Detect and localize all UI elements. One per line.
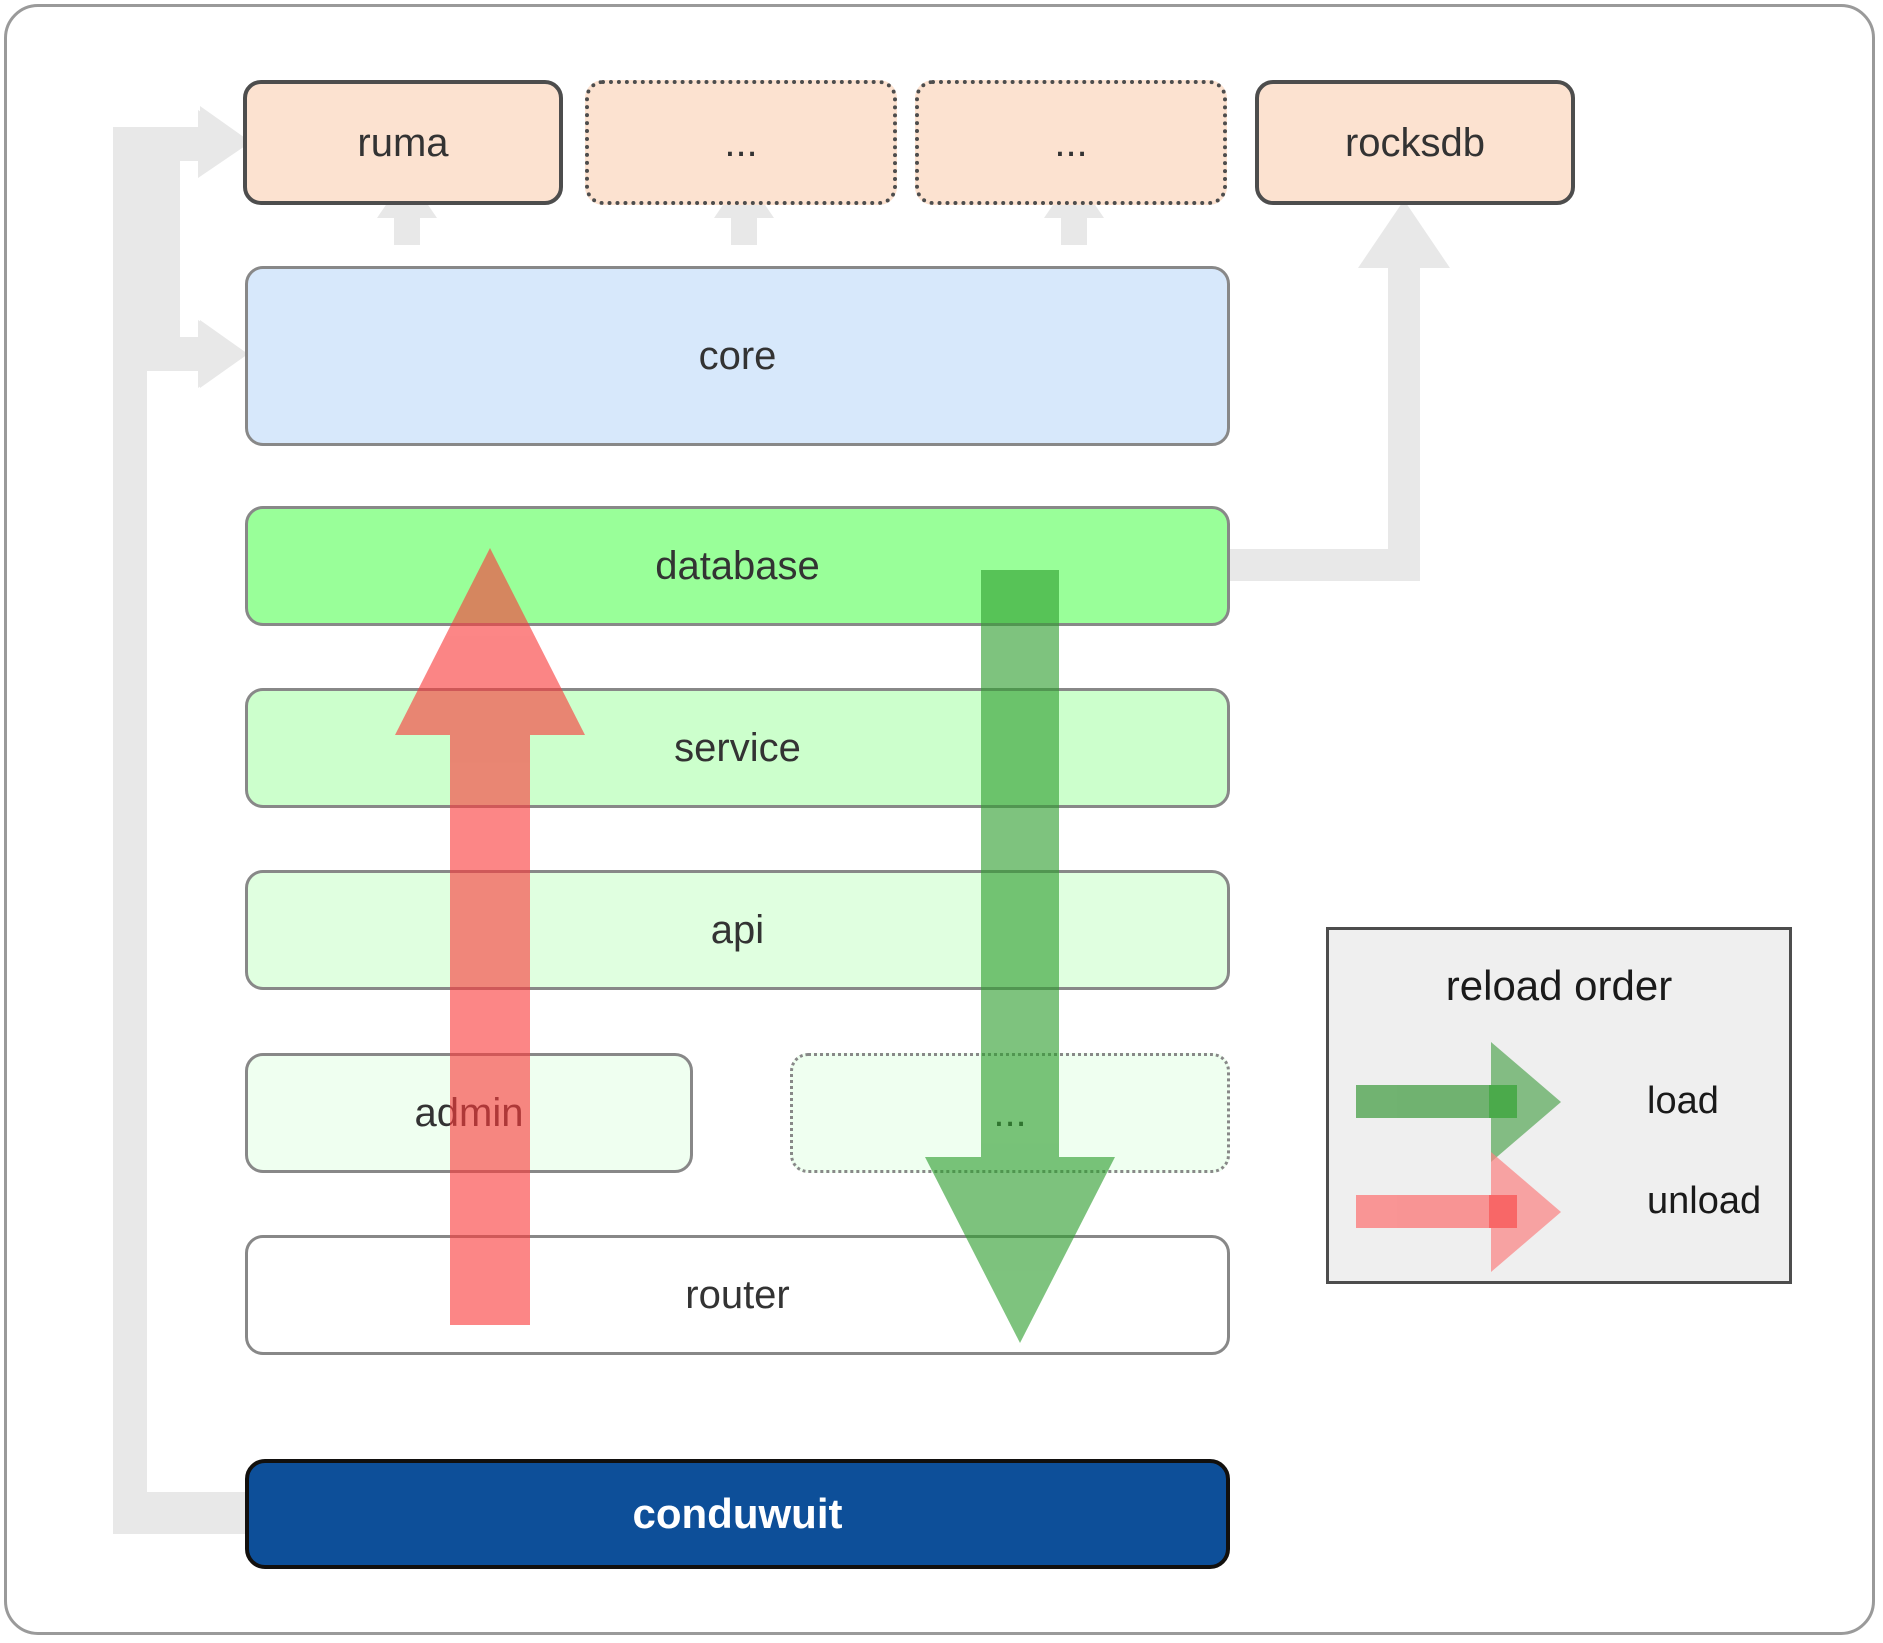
legend-title: reload order bbox=[1445, 962, 1673, 1009]
node-database[interactable]: database bbox=[245, 506, 1230, 626]
legend-load-overlap bbox=[1489, 1085, 1517, 1118]
legend-panel: reload order load unload bbox=[1326, 927, 1792, 1284]
connector-arrowhead-ruma bbox=[198, 110, 248, 178]
connector-db-rocksdb-head bbox=[1358, 200, 1450, 268]
connector-branch-ruma bbox=[113, 127, 205, 161]
legend-arrow-layer bbox=[1356, 1042, 1561, 1272]
load-arrow-shaft bbox=[981, 570, 1059, 1250]
node-ruma[interactable]: ruma bbox=[243, 80, 563, 205]
legend-unload-overlap bbox=[1489, 1195, 1517, 1228]
legend-load-label: load bbox=[1647, 1080, 1719, 1122]
load-arrow bbox=[925, 570, 1115, 1343]
unload-arrow bbox=[395, 548, 585, 1325]
legend-load-head bbox=[1491, 1042, 1561, 1162]
legend-unload-arrow bbox=[1356, 1152, 1561, 1272]
connector-arrowhead-core bbox=[198, 320, 248, 388]
connector-db-rocksdb-horizontal bbox=[1225, 549, 1420, 581]
node-dots-2[interactable]: ... bbox=[915, 80, 1227, 205]
legend-unload-head bbox=[1491, 1152, 1561, 1272]
connector-branch-core bbox=[113, 337, 205, 371]
node-router[interactable]: router bbox=[245, 1235, 1230, 1355]
connector-db-rocksdb-vertical bbox=[1388, 230, 1420, 581]
connector-spine-bottom bbox=[113, 1500, 250, 1534]
unload-arrow-shaft bbox=[450, 650, 530, 1325]
legend-unload-label: unload bbox=[1647, 1180, 1762, 1222]
load-arrow-head bbox=[925, 1157, 1115, 1343]
node-api[interactable]: api bbox=[245, 870, 1230, 990]
legend-load-arrow bbox=[1356, 1042, 1561, 1162]
unload-arrow-head bbox=[395, 548, 585, 735]
node-core[interactable]: core bbox=[245, 266, 1230, 446]
